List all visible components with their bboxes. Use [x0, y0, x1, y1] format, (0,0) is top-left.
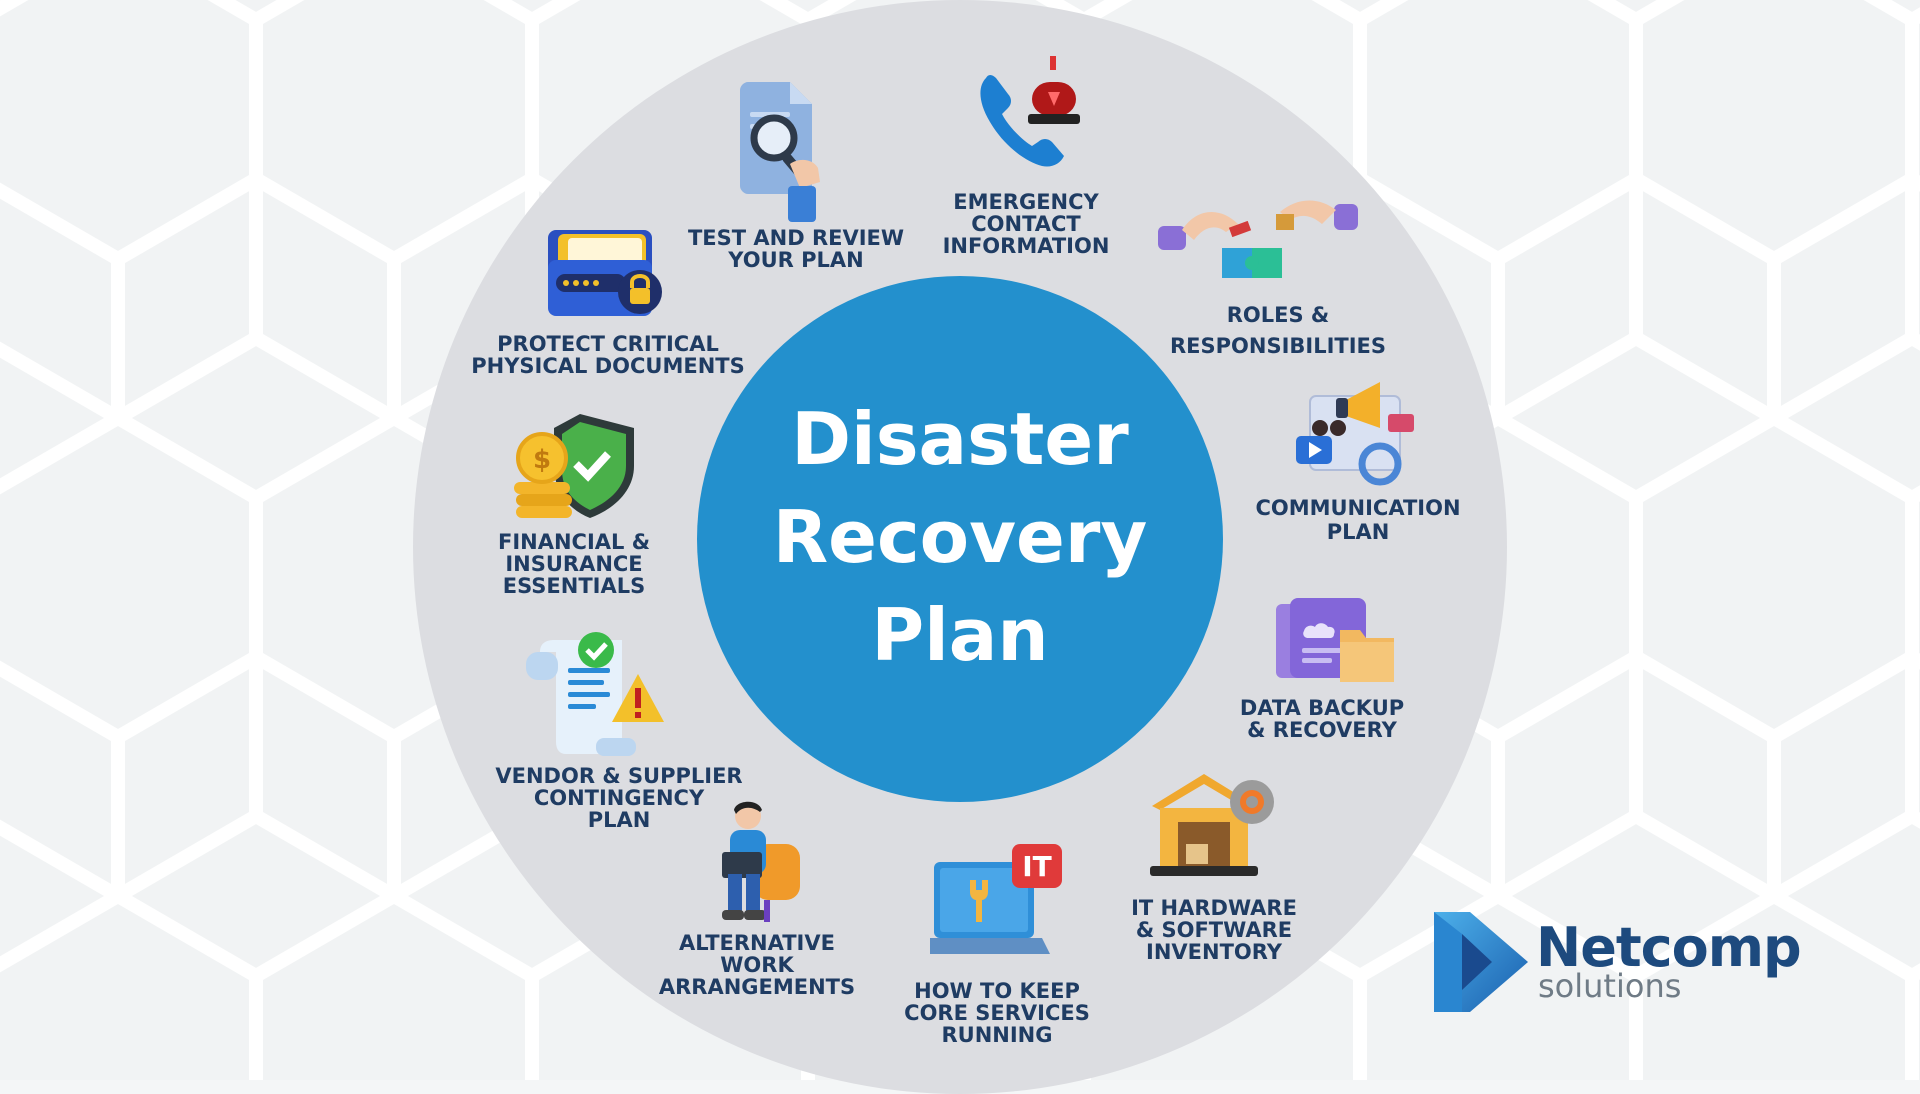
svg-text:$: $ — [533, 445, 551, 475]
center-title-line: Plan — [871, 593, 1049, 677]
item-label-emergency-contact: EMERGENCY CONTACT INFORMATION — [942, 190, 1110, 258]
item-label-core-services: HOW TO KEEP CORE SERVICES RUNNING — [904, 979, 1090, 1047]
document-magnifier-icon — [740, 82, 820, 222]
coins-shield-icon: $ — [514, 414, 634, 518]
puzzle-hands-icon — [1158, 200, 1358, 278]
document-warning-icon — [526, 632, 664, 756]
item-label-test-review: TEST AND REVIEW YOUR PLAN — [687, 226, 905, 272]
item-label-financial-insurance: FINANCIAL & INSURANCE ESSENTIALS — [497, 530, 651, 598]
laptop-it-wrench-icon: IT — [930, 844, 1062, 954]
it-badge-icon-text: IT — [1022, 850, 1052, 883]
cloud-folder-icon — [1276, 598, 1394, 682]
center-title: Disaster Recovery Plan — [697, 390, 1223, 684]
item-label-communication-plan: COMMUNICATION PLAN — [1255, 496, 1461, 544]
phone-alarm-icon — [980, 56, 1080, 167]
person-laptop-chair-icon — [722, 801, 800, 922]
warehouse-gear-icon — [1150, 774, 1274, 876]
center-title-line: Disaster — [791, 397, 1129, 481]
brand-subtitle: solutions — [1538, 967, 1682, 1005]
item-label-it-hardware: IT HARDWARE & SOFTWARE INVENTORY — [1131, 896, 1297, 964]
megaphone-media-icon — [1296, 382, 1414, 486]
center-title-line: Recovery — [772, 495, 1148, 579]
center-circle — [697, 276, 1223, 802]
item-label-vendor-supplier: VENDOR & SUPPLIER CONTINGENCY PLAN — [495, 764, 743, 832]
netcomp-logo-icon — [1434, 912, 1528, 1012]
card-folder-lock-icon — [548, 230, 662, 316]
item-label-data-backup: DATA BACKUP & RECOVERY — [1239, 696, 1405, 742]
brand-name: Netcomp — [1536, 916, 1802, 979]
item-label-protect-documents: PROTECT CRITICAL PHYSICAL DOCUMENTS — [471, 332, 745, 378]
item-label-roles-responsibilities: ROLES & RESPONSIBILITIES — [1169, 303, 1387, 358]
item-label-alternative-work: ALTERNATIVE WORK ARRANGEMENTS — [658, 931, 856, 999]
